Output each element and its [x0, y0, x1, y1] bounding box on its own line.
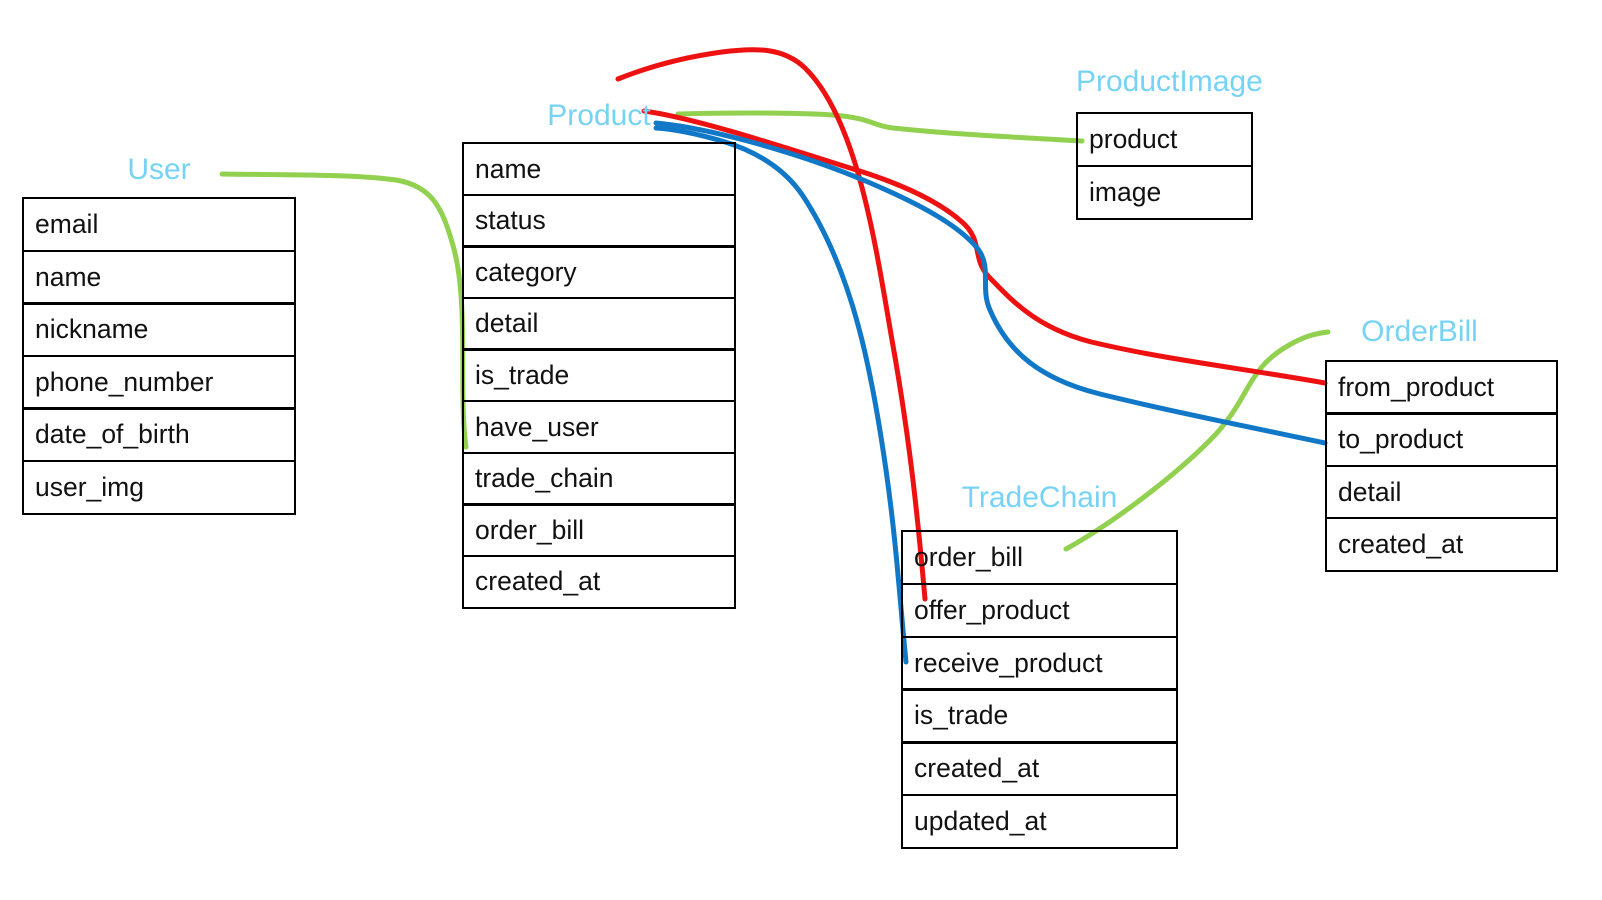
- field-row: receive_product: [901, 635, 1178, 691]
- table-title-product-image: ProductImage: [1076, 65, 1263, 98]
- field-row: created_at: [901, 741, 1178, 797]
- field-row: created_at: [1325, 517, 1558, 572]
- field-row: updated_at: [901, 793, 1178, 850]
- field-row: email: [22, 197, 296, 252]
- field-row: to_product: [1325, 412, 1558, 468]
- field-row: name: [22, 249, 296, 305]
- field-row: is_trade: [462, 348, 736, 403]
- arrow-productimage-product-to-product: [675, 110, 1085, 144]
- field-row: order_bill: [901, 530, 1178, 586]
- field-row: phone_number: [22, 354, 296, 410]
- field-row: offer_product: [901, 582, 1178, 638]
- table-title-trade-chain: TradeChain: [961, 481, 1118, 514]
- field-row: detail: [462, 296, 736, 351]
- field-row: trade_chain: [462, 451, 736, 506]
- field-row: image: [1076, 164, 1253, 220]
- field-row: name: [462, 142, 736, 196]
- field-row: detail: [1325, 464, 1558, 520]
- field-row: user_img: [22, 460, 296, 516]
- field-row: product: [1076, 112, 1253, 167]
- field-row: is_trade: [901, 688, 1178, 744]
- field-row: order_bill: [462, 503, 736, 558]
- field-row: status: [462, 193, 736, 248]
- field-row: have_user: [462, 400, 736, 455]
- field-row: category: [462, 245, 736, 300]
- field-row: from_product: [1325, 360, 1558, 415]
- field-row: created_at: [462, 554, 736, 609]
- table-title-order-bill: OrderBill: [1361, 315, 1478, 348]
- table-title-product: Product: [547, 99, 651, 132]
- field-row: date_of_birth: [22, 407, 296, 463]
- field-row: nickname: [22, 302, 296, 358]
- table-title-user: User: [127, 153, 191, 186]
